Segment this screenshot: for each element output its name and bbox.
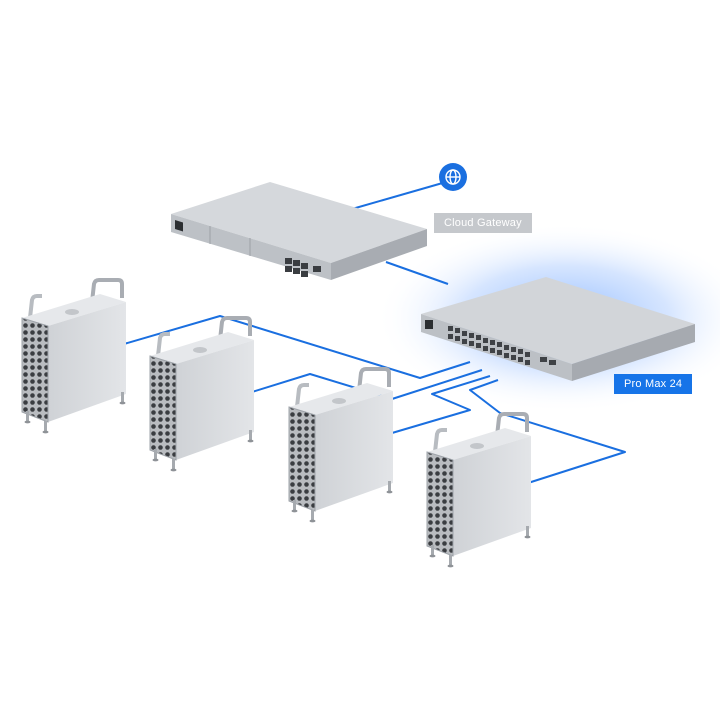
cable-switch-ws1 (123, 315, 471, 379)
workstation-4 (425, 412, 533, 570)
workstation-1 (20, 278, 128, 436)
internet-node (439, 163, 467, 191)
cloud-gateway-label: Cloud Gateway (434, 213, 532, 233)
workstation-2 (148, 316, 256, 474)
cable-gateway-switch (385, 261, 449, 285)
workstation-3 (287, 367, 395, 525)
cable-internet-gateway (351, 179, 454, 210)
cable-switch-ws2 (251, 369, 483, 400)
pro-max-24-label: Pro Max 24 (614, 374, 693, 394)
cloud-gateway-device (171, 182, 427, 280)
cable-switch-ws4 (469, 379, 626, 484)
pro-max-24-switch (421, 277, 695, 381)
cable-switch-ws3 (391, 375, 491, 434)
network-cables (123, 179, 626, 484)
